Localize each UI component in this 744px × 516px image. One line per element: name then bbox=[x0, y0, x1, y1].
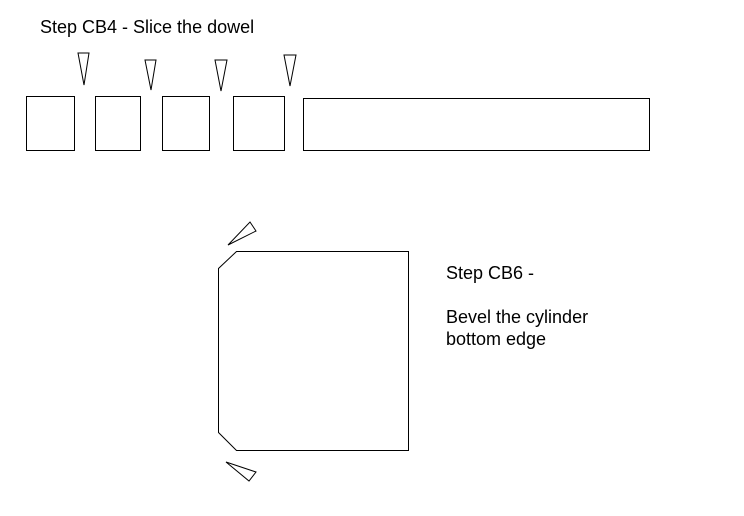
dowel-slices bbox=[26, 96, 650, 151]
step-cb6-description-line-1: Bevel the cylinder bbox=[446, 307, 589, 327]
knife-marker-4-icon bbox=[283, 54, 297, 87]
step-cb4-title: Step CB4 - Slice the dowel bbox=[40, 17, 255, 37]
beveled-cylinder-profile bbox=[218, 251, 409, 451]
bevel-knife-bottom-icon bbox=[225, 461, 257, 482]
dowel-slice-3 bbox=[162, 96, 210, 151]
dowel-remainder bbox=[303, 98, 650, 151]
bevel-knife-top-icon bbox=[227, 221, 257, 246]
dowel-slice-2 bbox=[95, 96, 141, 151]
knife-marker-1-icon bbox=[77, 52, 90, 86]
knife-marker-3-icon bbox=[214, 59, 228, 92]
step-cb6-title: Step CB6 - bbox=[446, 263, 535, 283]
knife-marker-2-icon bbox=[144, 59, 157, 91]
cut-markers bbox=[77, 52, 297, 92]
step-cb6-description-line-2: bottom edge bbox=[446, 329, 547, 349]
dowel-slice-1 bbox=[26, 96, 75, 151]
dowel-slice-4 bbox=[233, 96, 285, 151]
